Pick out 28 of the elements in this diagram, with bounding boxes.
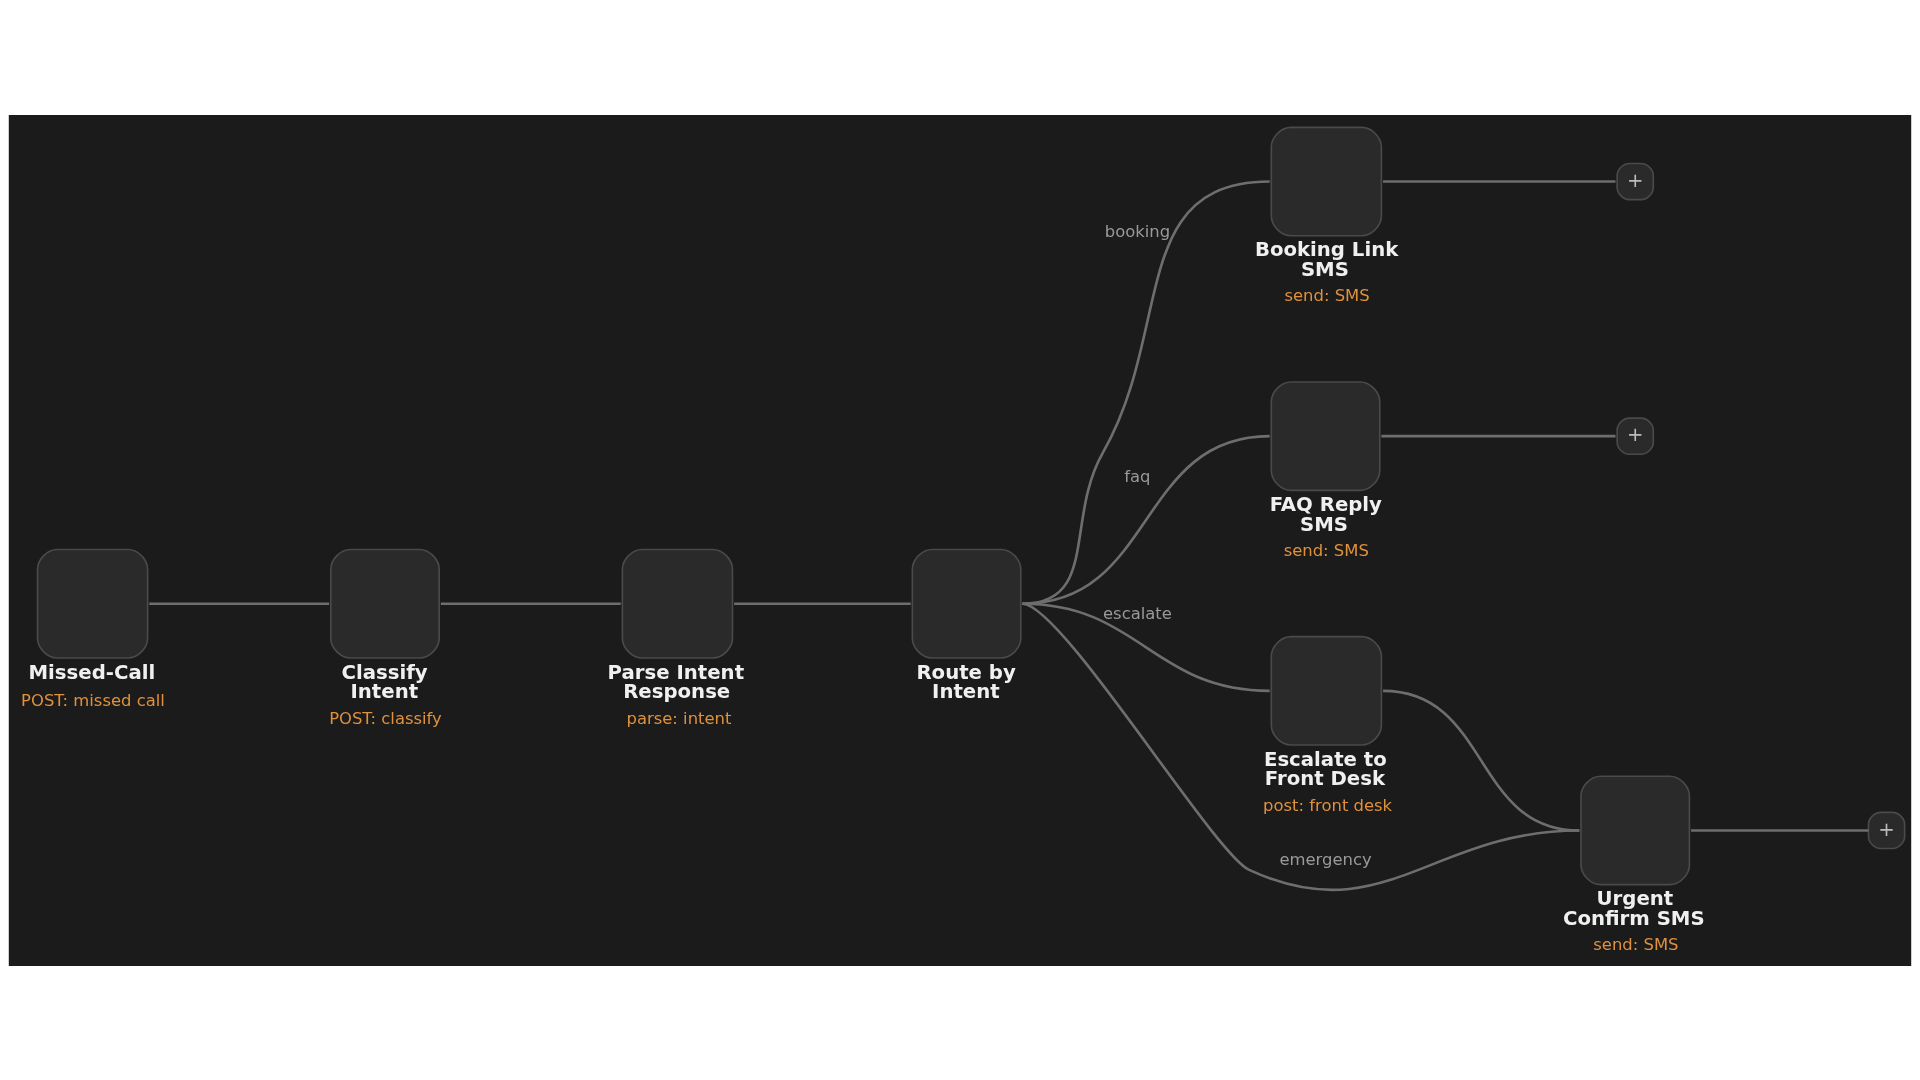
node-label: Route by Intent [916,660,1016,703]
node-label: POST: missed call [21,690,165,710]
edge-label: faq [1124,466,1151,486]
node-label: parse: intent [626,708,732,728]
edge-label: escalate [1103,603,1172,623]
node-label: FAQ Reply SMS [1269,492,1382,536]
node-label: send: SMS [1283,540,1369,560]
node-label: Escalate to Front Desk [1263,747,1387,790]
connector [1021,602,1580,891]
connector [440,601,621,605]
node-label: Parse Intent Response [607,660,745,703]
node-label: Missed-Call [28,660,156,684]
connector [1381,434,1616,437]
edge-label: booking [1104,221,1171,241]
connector [1382,689,1580,832]
connector [1691,828,1869,832]
node-label: post: front desk [1263,795,1393,815]
node-label: Urgent Confirm SMS [1562,886,1705,930]
node-label: send: SMS [1284,285,1370,305]
node-label: send: SMS [1593,934,1679,954]
node-label: Classify Intent [341,660,428,703]
connector [1383,179,1616,183]
connector [734,601,911,605]
edge-label: emergency [1279,849,1372,869]
node-label: POST: classify [329,708,442,728]
node-label: Booking Link SMS [1254,237,1399,281]
connector [1022,601,1270,692]
connector [149,601,330,605]
